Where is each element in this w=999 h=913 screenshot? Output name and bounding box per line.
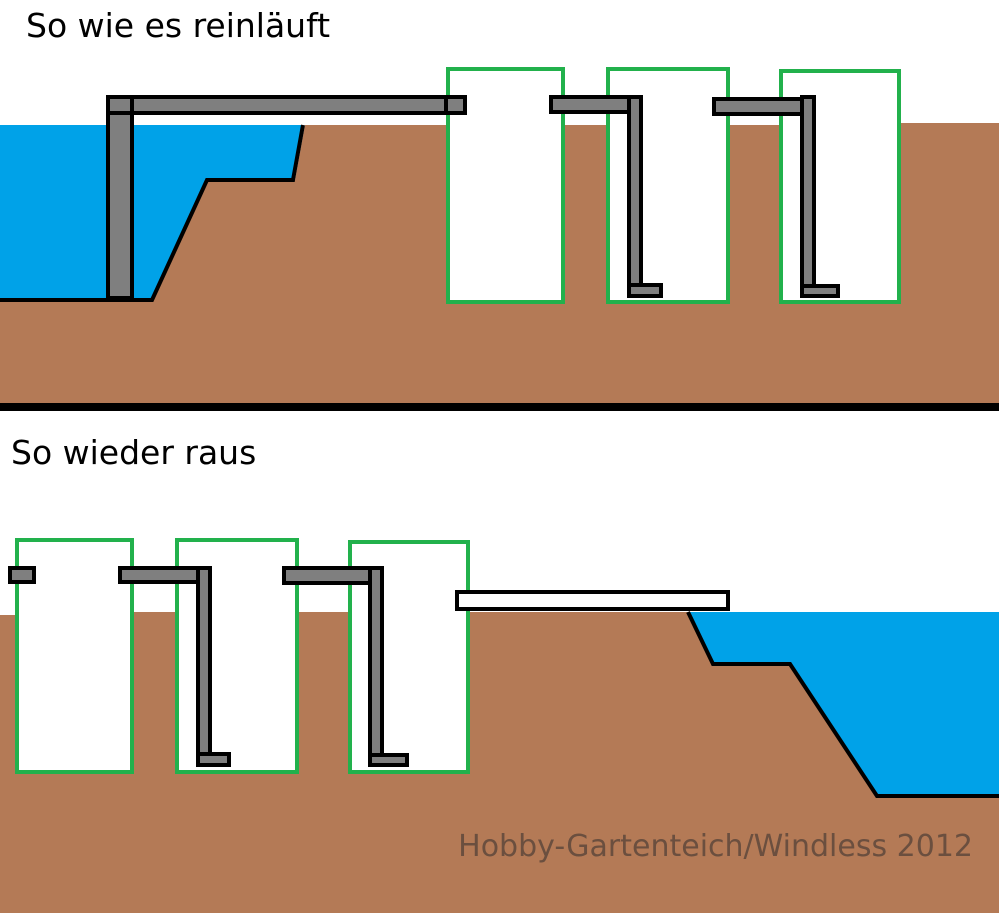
pond-water-top	[0, 125, 303, 300]
outflow-panel	[0, 538, 999, 913]
outflow-title: So wieder raus	[11, 433, 257, 472]
connector-pipe-1-vertical	[627, 95, 643, 298]
outflow-connector-1-foot	[196, 752, 231, 767]
outflow-chamber-1	[15, 538, 134, 774]
connector-pipe-1-horizontal	[549, 95, 641, 114]
pond-edge-bottom	[686, 611, 999, 798]
connector-pipe-2-foot	[800, 284, 840, 298]
outflow-connector-2-vertical	[368, 566, 384, 767]
pond-water-bottom	[690, 612, 999, 796]
outflow-pipe	[455, 590, 730, 611]
soil-bottom	[0, 612, 999, 913]
inflow-pipe-horizontal	[106, 95, 467, 115]
inflow-panel	[0, 67, 999, 403]
panel-divider	[0, 403, 999, 411]
connector-pipe-2-vertical	[800, 95, 816, 298]
credit-text: Hobby-Gartenteich/Windless 2012	[458, 829, 973, 864]
soil-top	[0, 123, 999, 403]
outflow-connector-2-foot	[368, 753, 409, 767]
connector-pipe-2-horizontal	[712, 97, 816, 116]
inlet-pipe-stub	[8, 566, 36, 584]
pond-edge-top	[0, 124, 305, 302]
connector-pipe-1-foot	[627, 283, 663, 298]
inflow-title: So wie es reinläuft	[26, 6, 331, 45]
outflow-connector-1-vertical	[196, 566, 212, 767]
inflow-pipe-vertical	[106, 96, 134, 300]
filter-chamber-1	[446, 67, 565, 304]
outflow-connector-2-horizontal	[282, 566, 384, 585]
outflow-connector-1-horizontal	[118, 566, 211, 584]
